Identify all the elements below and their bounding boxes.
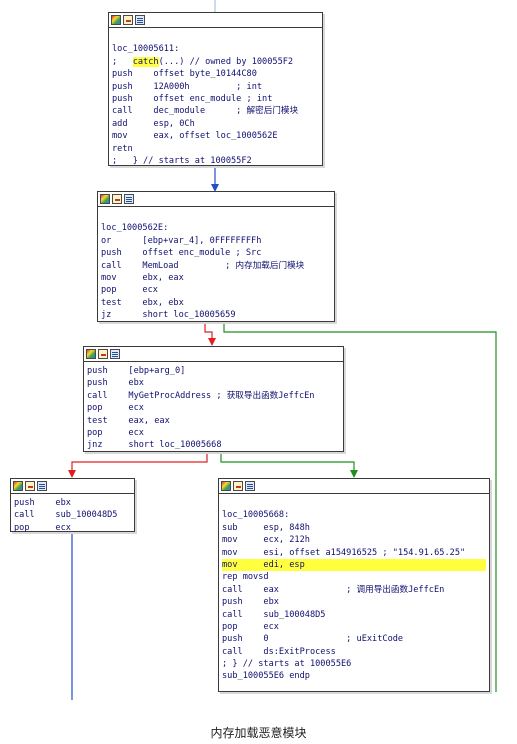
asm-line-call-exitprocess: call ds:ExitProcess <box>222 646 336 657</box>
asm-line: push offset enc_module ; Src <box>101 248 262 259</box>
edge-n2-n3-false <box>204 322 216 346</box>
asm-line-call-memload: call MemLoad ; 内存加载后门模块 <box>101 260 305 271</box>
catch-comment-line: ; catch(...) // owned by 100055F2 <box>112 56 319 68</box>
block-title-bar <box>109 13 322 28</box>
asm-line: push offset byte_10144C80 <box>112 69 257 80</box>
asm-line: mov ecx, 212h <box>222 535 310 546</box>
code-block-cleanup[interactable]: push ebx call sub_100048D5 pop ecx <box>10 478 135 533</box>
label-loc-10005668[interactable]: loc_10005668: <box>222 510 290 521</box>
asm-line-highlighted: mov edi, esp <box>222 558 486 572</box>
asm-line: test eax, eax <box>87 415 170 426</box>
asm-line: add esp, 0Ch <box>112 118 195 129</box>
asm-line-call-mygetprocaddress: call MyGetProcAddress ; 获取导出函数JeffcEn <box>87 390 315 401</box>
block-title-bar <box>84 347 343 362</box>
block-title-bar <box>98 192 334 207</box>
graph-overview-icon[interactable] <box>110 349 120 359</box>
asm-line: rep movsd <box>222 572 269 583</box>
asm-line-call-dec-module: call dec_module ; 解密后门模块 <box>112 106 299 117</box>
edge-n2-n5-true <box>223 322 497 692</box>
asm-line-jnz: jnz short loc_10005668 <box>87 440 222 451</box>
edit-pencil-icon[interactable] <box>112 194 122 204</box>
catch-prefix: ; <box>112 56 133 67</box>
asm-line: push ebx <box>222 597 279 608</box>
catch-keyword: catch <box>132 56 159 67</box>
color-palette-icon[interactable] <box>13 481 23 491</box>
asm-line-endp: sub_100055E6 endp <box>222 671 310 682</box>
asm-line: pop ecx <box>101 285 158 296</box>
asm-line: ; } // starts at 100055E6 <box>222 659 352 670</box>
label-loc-1000562e[interactable]: loc_1000562E: <box>101 223 169 234</box>
asm-line: test ebx, ebx <box>101 297 184 308</box>
code-block-getprocaddress[interactable]: push [ebp+arg_0] push ebx call MyGetProc… <box>83 346 344 452</box>
catch-suffix: (...) // owned by 100055F2 <box>158 56 294 67</box>
color-palette-icon[interactable] <box>221 481 231 491</box>
asm-line: or [ebp+var_4], 0FFFFFFFFh <box>101 235 262 246</box>
asm-line-mov-esi-ip: mov esi, offset a154916525 ; "154.91.65.… <box>222 547 466 558</box>
graph-overview-icon[interactable] <box>37 481 47 491</box>
asm-line: pop ecx <box>222 621 279 632</box>
code-block-loc-1000562e[interactable]: loc_1000562E: or [ebp+var_4], 0FFFFFFFFh… <box>97 191 335 322</box>
graph-overview-icon[interactable] <box>245 481 255 491</box>
blank-line <box>112 31 319 43</box>
blank-line <box>222 497 486 509</box>
code-block-loc-10005668[interactable]: loc_10005668: sub esp, 848h mov ecx, 212… <box>218 478 490 692</box>
asm-line: pop ecx <box>87 427 144 438</box>
color-palette-icon[interactable] <box>100 194 110 204</box>
asm-line: mov ebx, eax <box>101 272 184 283</box>
asm-line: sub esp, 848h <box>222 522 310 533</box>
asm-line: pop ecx <box>14 522 71 533</box>
edit-pencil-icon[interactable] <box>233 481 243 491</box>
edit-pencil-icon[interactable] <box>25 481 35 491</box>
asm-line: push ebx <box>14 498 71 508</box>
asm-line-call-eax: call eax ; 调用导出函数JeffcEn <box>222 584 445 595</box>
label-loc-10005611[interactable]: loc_10005611: <box>112 44 180 55</box>
asm-line: ; } // starts at 100055F2 <box>112 155 252 166</box>
asm-line: push offset enc_module ; int <box>112 93 273 104</box>
code-block-loc-10005611[interactable]: loc_10005611: ; catch(...) // owned by 1… <box>108 12 323 166</box>
asm-line: push ebx <box>87 378 144 389</box>
asm-line: pop ecx <box>87 403 144 414</box>
color-palette-icon[interactable] <box>86 349 96 359</box>
edge-n3-n4-false <box>68 452 208 478</box>
asm-line: mov eax, offset loc_1000562E <box>112 131 278 142</box>
figure-caption: 内存加载恶意模块 <box>210 726 307 740</box>
edge-n3-n5-true <box>220 452 358 478</box>
asm-line: push [ebp+arg_0] <box>87 366 186 376</box>
asm-line: retn <box>112 143 133 154</box>
blank-line <box>101 210 331 222</box>
edit-pencil-icon[interactable] <box>98 349 108 359</box>
block-title-bar <box>219 479 489 494</box>
graph-overview-icon[interactable] <box>135 15 145 25</box>
asm-line: call sub_100048D5 <box>14 510 118 521</box>
asm-line-jz: jz short loc_10005659 <box>101 310 236 321</box>
edit-pencil-icon[interactable] <box>123 15 133 25</box>
asm-line: call sub_100048D5 <box>222 609 326 620</box>
color-palette-icon[interactable] <box>111 15 121 25</box>
asm-line: push 0 ; uExitCode <box>222 634 404 645</box>
block-title-bar <box>11 479 134 494</box>
graph-edges <box>68 0 497 700</box>
ida-graph-view[interactable]: loc_10005611: ; catch(...) // owned by 1… <box>0 0 517 700</box>
graph-overview-icon[interactable] <box>124 194 134 204</box>
asm-line: push 12A000h ; int <box>112 81 263 92</box>
